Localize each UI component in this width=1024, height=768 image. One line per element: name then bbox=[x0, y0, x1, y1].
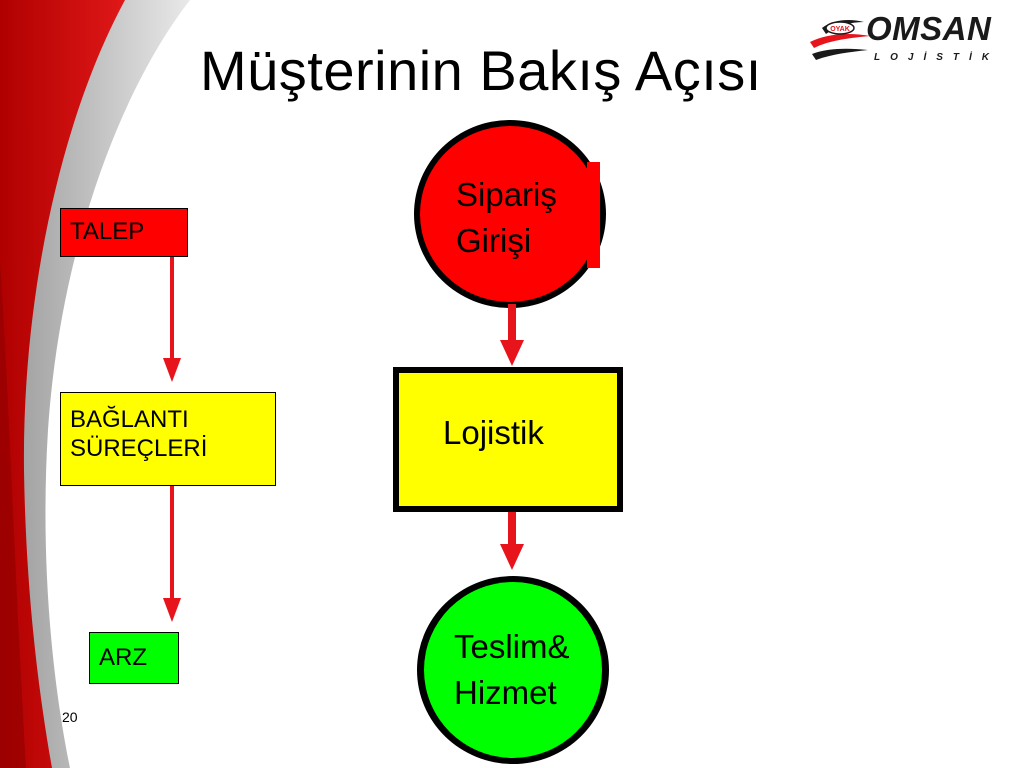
omsan-swoosh-icon: OYAK bbox=[810, 20, 870, 60]
company-logo: OYAK OMSAN LOJİSTİK bbox=[808, 8, 1008, 68]
logistics-node bbox=[393, 367, 623, 512]
order-entry-node bbox=[414, 120, 606, 308]
page-number: 20 bbox=[62, 709, 78, 725]
slide-title: Müşterinin Bakış Açısı bbox=[200, 39, 762, 102]
connection-label-line1: BAĞLANTI bbox=[70, 406, 189, 433]
connection-label-line2: SÜREÇLERİ bbox=[70, 435, 208, 462]
supply-box: ARZ bbox=[89, 632, 179, 684]
arrow-order-to-logistics bbox=[500, 304, 524, 366]
demand-box: TALEP bbox=[60, 208, 188, 257]
demand-label: TALEP bbox=[70, 218, 145, 245]
arrow-connection-to-supply bbox=[163, 484, 181, 622]
logo-subtitle: LOJİSTİK bbox=[874, 52, 1000, 63]
arrow-demand-to-connection bbox=[163, 256, 181, 382]
supply-label: ARZ bbox=[99, 644, 147, 671]
delivery-label-line2: Hizmet bbox=[454, 674, 557, 711]
order-entry-label-line1: Sipariş bbox=[456, 176, 557, 213]
order-entry-label-line2: Girişi bbox=[456, 222, 532, 259]
connection-processes-box: BAĞLANTI SÜREÇLERİ bbox=[60, 392, 276, 486]
delivery-service-node bbox=[417, 576, 609, 764]
logo-badge-text: OYAK bbox=[830, 26, 850, 33]
logo-name: OMSAN bbox=[866, 10, 992, 47]
arrow-logistics-to-delivery bbox=[500, 512, 524, 570]
logistics-label: Lojistik bbox=[443, 414, 544, 451]
delivery-label-line1: Teslim& bbox=[454, 628, 570, 665]
